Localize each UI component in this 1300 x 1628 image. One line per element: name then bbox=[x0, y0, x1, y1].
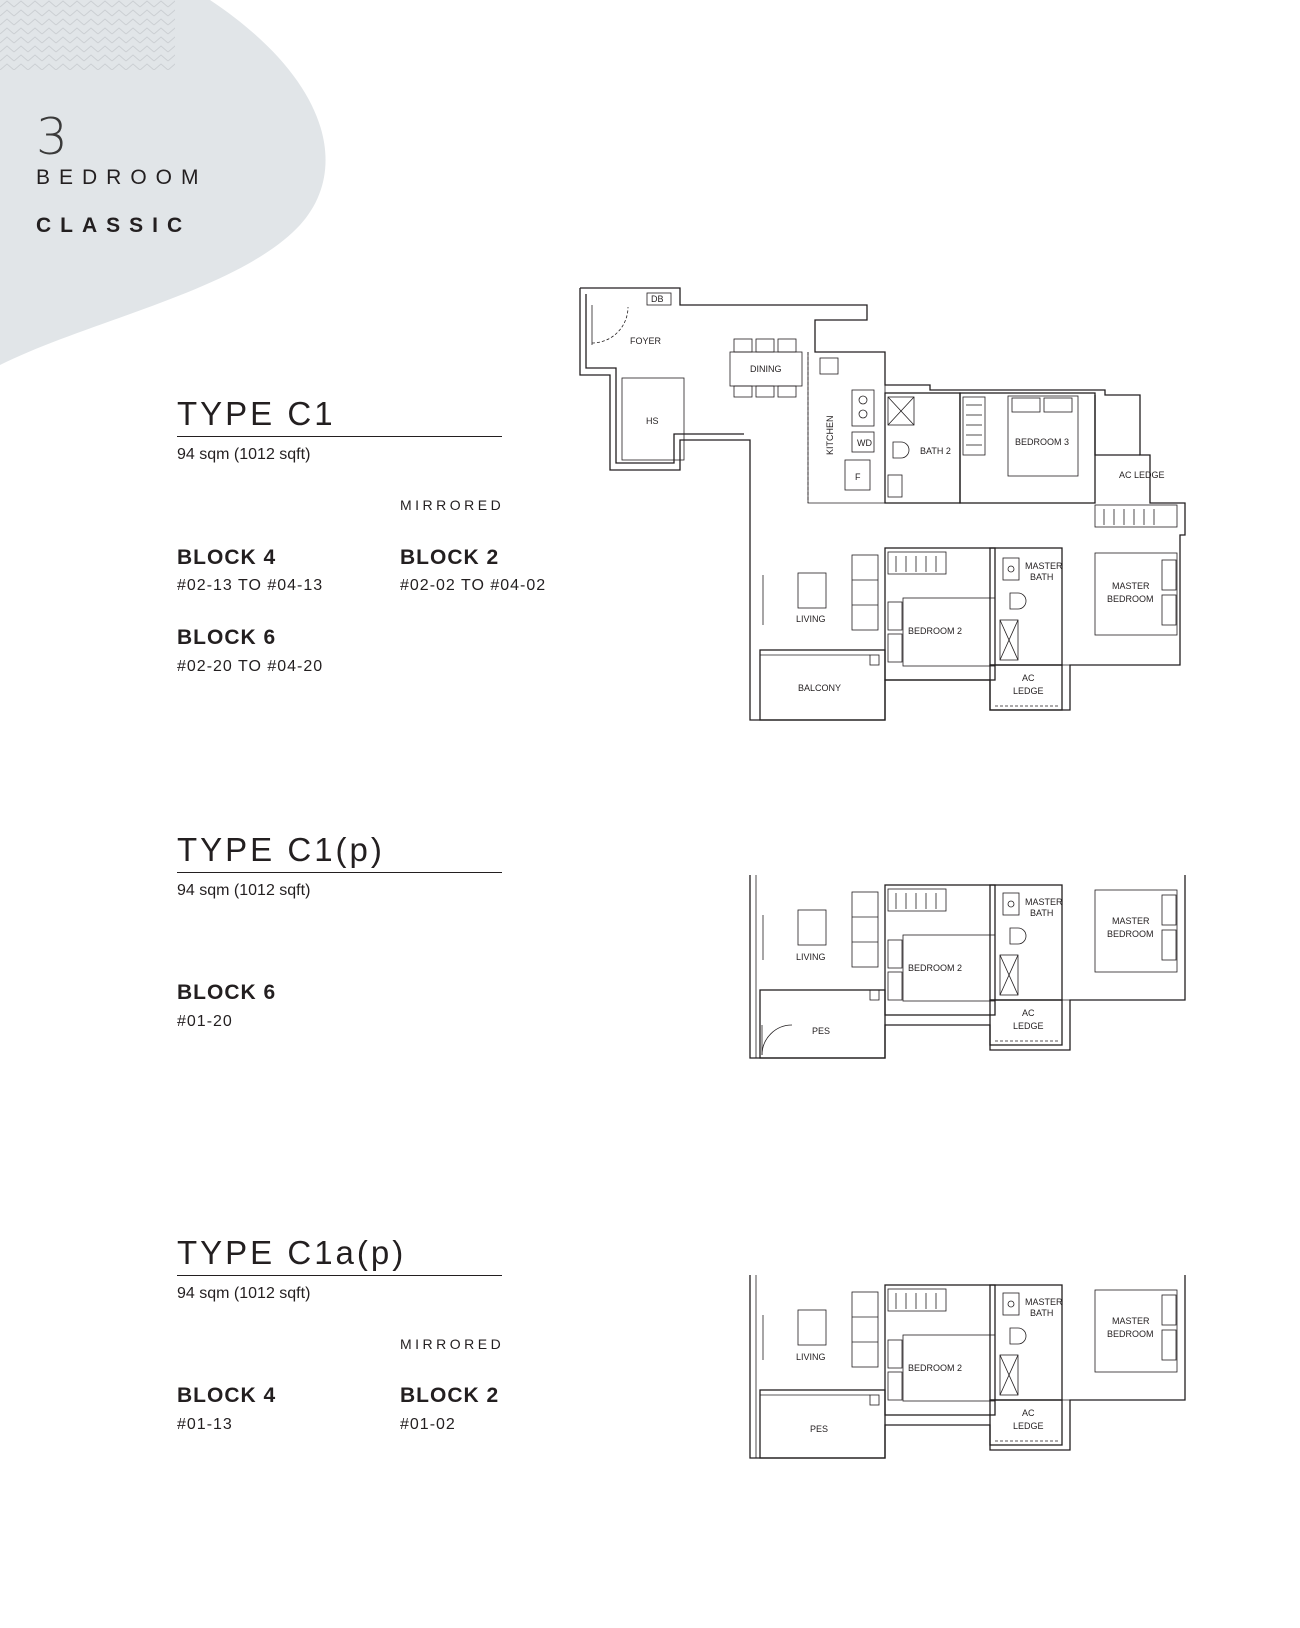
room-label-bedroom2: BEDROOM 2 bbox=[908, 626, 962, 636]
room-label-pes: PES bbox=[810, 1424, 828, 1434]
room-label-ac-ledge-2: LEDGE bbox=[1013, 1021, 1044, 1031]
block-units: #01-02 bbox=[400, 1416, 456, 1433]
room-label-living: LIVING bbox=[796, 614, 826, 624]
unit-area: 94 sqm (1012 sqft) bbox=[177, 882, 311, 899]
room-label-ac-ledge-1: AC bbox=[1022, 1408, 1035, 1418]
room-label-kitchen: KITCHEN bbox=[825, 415, 835, 455]
room-label-f: F bbox=[855, 472, 861, 482]
category-label: BEDROOM bbox=[36, 166, 208, 189]
room-label-master-bath-2: BATH bbox=[1030, 908, 1053, 918]
block-name: BLOCK 4 bbox=[177, 1384, 277, 1407]
block-name: BLOCK 4 bbox=[177, 546, 277, 569]
room-label-ac-ledge-top: AC LEDGE bbox=[1119, 470, 1165, 480]
room-label-foyer: FOYER bbox=[630, 336, 662, 346]
room-label-master-bed-1: MASTER bbox=[1112, 916, 1150, 926]
room-label-master-bath-1: MASTER bbox=[1025, 561, 1063, 571]
mirrored-label: MIRRORED bbox=[400, 497, 505, 513]
room-label-master-bed-1: MASTER bbox=[1112, 581, 1150, 591]
block-units: #01-20 bbox=[177, 1013, 233, 1030]
room-label-dining: DINING bbox=[750, 364, 782, 374]
room-label-master-bath-1: MASTER bbox=[1025, 897, 1063, 907]
header-background-shape bbox=[0, 0, 326, 365]
room-label-wd: WD bbox=[857, 438, 872, 448]
bedroom-count: 3 bbox=[36, 108, 68, 166]
room-label-hs: HS bbox=[646, 416, 659, 426]
room-label-balcony: BALCONY bbox=[798, 683, 841, 693]
room-label-bedroom3: BEDROOM 3 bbox=[1015, 437, 1069, 447]
room-label-ac-ledge-1: AC bbox=[1022, 1008, 1035, 1018]
room-label-ac-ledge-2: LEDGE bbox=[1013, 686, 1044, 696]
block-units: #01-13 bbox=[177, 1416, 233, 1433]
room-label-master-bath-1: MASTER bbox=[1025, 1297, 1063, 1307]
room-label-bedroom2: BEDROOM 2 bbox=[908, 1363, 962, 1373]
block-name: BLOCK 6 bbox=[177, 626, 277, 649]
block-name: BLOCK 2 bbox=[400, 546, 500, 569]
mirrored-label: MIRRORED bbox=[400, 1336, 505, 1352]
room-label-ac-ledge-1: AC bbox=[1022, 673, 1035, 683]
room-label-living: LIVING bbox=[796, 1352, 826, 1362]
unit-area: 94 sqm (1012 sqft) bbox=[177, 446, 311, 463]
block-units: #02-13 TO #04-13 bbox=[177, 577, 324, 594]
block-units: #02-20 TO #04-20 bbox=[177, 658, 324, 675]
room-label-master-bath-2: BATH bbox=[1030, 1308, 1053, 1318]
type-title: TYPE C1(p) bbox=[177, 833, 502, 873]
block-name: BLOCK 2 bbox=[400, 1384, 500, 1407]
room-label-master-bed-2: BEDROOM bbox=[1107, 929, 1154, 939]
room-label-master-bed-2: BEDROOM bbox=[1107, 594, 1154, 604]
room-label-master-bath-2: BATH bbox=[1030, 572, 1053, 582]
series-label: CLASSIC bbox=[36, 214, 192, 237]
type-title: TYPE C1a(p) bbox=[177, 1236, 502, 1276]
unit-area: 94 sqm (1012 sqft) bbox=[177, 1285, 311, 1302]
block-name: BLOCK 6 bbox=[177, 981, 277, 1004]
room-label-master-bed-1: MASTER bbox=[1112, 1316, 1150, 1326]
room-label-master-bed-2: BEDROOM bbox=[1107, 1329, 1154, 1339]
room-label-ac-ledge-2: LEDGE bbox=[1013, 1421, 1044, 1431]
room-label-living: LIVING bbox=[796, 952, 826, 962]
block-units: #02-02 TO #04-02 bbox=[400, 577, 547, 594]
room-label-bedroom2: BEDROOM 2 bbox=[908, 963, 962, 973]
room-label-db: DB bbox=[651, 294, 664, 304]
room-label-pes: PES bbox=[812, 1026, 830, 1036]
room-label-bath2: BATH 2 bbox=[920, 446, 951, 456]
type-title: TYPE C1 bbox=[177, 397, 502, 437]
